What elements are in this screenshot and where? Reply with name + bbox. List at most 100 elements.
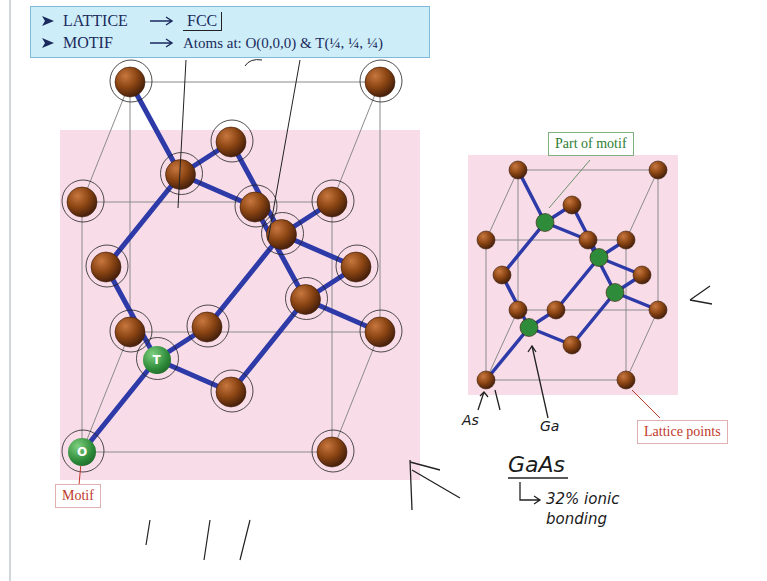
hand-ring xyxy=(110,310,152,352)
hand-arrow xyxy=(690,286,712,304)
hand-ring xyxy=(312,430,354,472)
hand-ring xyxy=(187,305,229,347)
atom xyxy=(649,301,667,319)
node-text: Motif xyxy=(62,488,94,503)
atom xyxy=(509,301,527,319)
atom xyxy=(67,187,97,217)
cube-edge xyxy=(626,170,658,240)
atom xyxy=(579,231,597,249)
bond xyxy=(231,142,282,235)
bond xyxy=(486,328,529,381)
hand-ring xyxy=(62,430,104,472)
hand-ring xyxy=(86,245,128,287)
bond xyxy=(207,235,282,328)
cube-edge xyxy=(486,240,487,380)
definition-box: LATTICE FCC MOTIF Atoms at: O(0,0,0) & T(¼,… xyxy=(30,6,430,58)
hand-label: As xyxy=(462,412,479,428)
atom xyxy=(617,231,635,249)
cube-edge xyxy=(486,240,626,241)
hand-arrow xyxy=(495,390,500,410)
hand-ring xyxy=(312,180,354,222)
hand-label: GaAs xyxy=(508,452,565,477)
atom xyxy=(590,249,608,267)
slide-edge xyxy=(9,0,11,581)
atom xyxy=(91,252,121,282)
hand-arrow xyxy=(520,482,540,504)
leader-line xyxy=(632,390,660,418)
hand-ring xyxy=(137,338,179,380)
hand-mark xyxy=(146,520,250,560)
hand-ring xyxy=(262,213,304,255)
atom xyxy=(216,377,246,407)
atom xyxy=(216,127,246,157)
cube-edge xyxy=(626,310,658,380)
node-text: LATTICE xyxy=(63,12,141,30)
atom xyxy=(317,187,347,217)
lattice-callout: Lattice points xyxy=(637,420,728,444)
cube-edge xyxy=(518,310,658,311)
hand-ring xyxy=(211,370,253,412)
atom xyxy=(547,301,565,319)
cube-edge xyxy=(82,202,332,203)
leader-connector xyxy=(79,466,81,484)
node-text: FCC xyxy=(183,12,222,31)
bullet xyxy=(41,36,55,50)
hand-ring xyxy=(211,120,253,162)
node-text: Atoms at: O(0,0,0) & T(¼, ¼, ¼) xyxy=(183,35,383,52)
node-text: O xyxy=(77,446,87,458)
bond xyxy=(255,207,306,300)
bond xyxy=(556,258,599,311)
hand-arrow xyxy=(478,392,488,410)
bond xyxy=(130,82,181,175)
atom xyxy=(192,312,222,342)
cube-edge xyxy=(486,380,626,381)
bond xyxy=(502,223,545,276)
atom xyxy=(536,214,554,232)
atom xyxy=(649,161,667,179)
hand-ring xyxy=(62,180,104,222)
arrow xyxy=(149,16,175,26)
hand-ring xyxy=(235,185,277,227)
node-text: MOTIF xyxy=(63,34,141,52)
hand-ring xyxy=(286,278,328,320)
motif-callout: Part of motif xyxy=(548,132,634,156)
atom xyxy=(341,252,371,282)
bond xyxy=(106,175,181,268)
arrow xyxy=(149,38,175,48)
bond xyxy=(572,293,615,346)
atom xyxy=(240,192,270,222)
hand-arrow xyxy=(528,346,548,418)
node-text: Lattice points xyxy=(644,424,721,439)
atom xyxy=(563,336,581,354)
cube-edge xyxy=(658,170,659,310)
hand-ring xyxy=(336,245,378,287)
atom xyxy=(617,371,635,389)
atom xyxy=(477,231,495,249)
hand-label: Ga xyxy=(540,418,559,434)
atom xyxy=(477,371,495,389)
cube-edge xyxy=(82,202,83,452)
atom xyxy=(115,67,145,97)
cube-edge xyxy=(130,82,380,83)
hand-ring xyxy=(360,310,402,352)
leader-line xyxy=(549,160,590,208)
atom xyxy=(520,319,538,337)
atom xyxy=(606,284,624,302)
atom xyxy=(317,437,347,467)
bullet xyxy=(41,14,55,28)
atom xyxy=(493,266,511,284)
hand-ring xyxy=(110,60,152,102)
cube-edge xyxy=(82,452,332,453)
hand-ring xyxy=(161,153,203,195)
atom xyxy=(509,161,527,179)
atom xyxy=(563,196,581,214)
atom xyxy=(115,317,145,347)
bond xyxy=(231,300,306,393)
hand-ring xyxy=(360,60,402,102)
node-text: Part of motif xyxy=(555,136,627,151)
cube-edge xyxy=(130,332,380,333)
cube-edge xyxy=(518,170,519,310)
hand-underline xyxy=(508,477,568,478)
